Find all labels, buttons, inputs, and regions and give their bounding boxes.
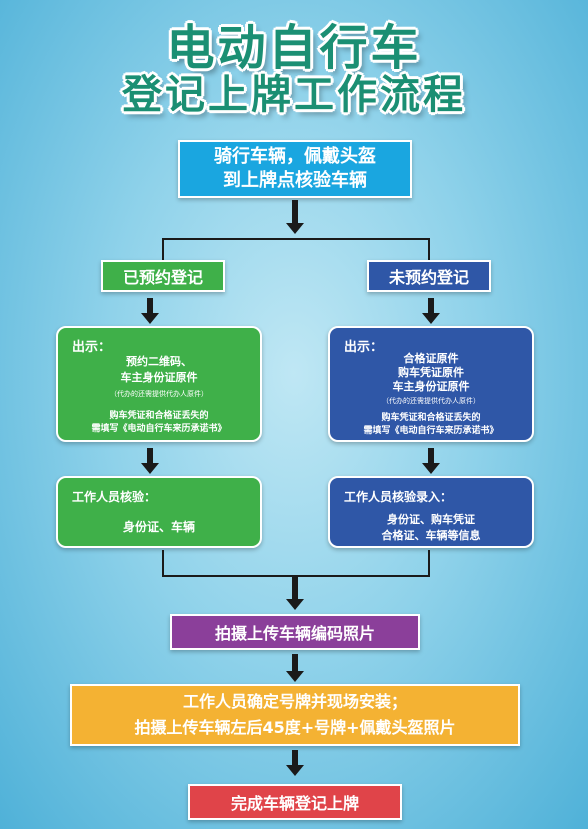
arrow-left-to-verify [141,448,159,474]
right-show-small-note: （代办的还需提供代办人原件） [382,397,480,405]
right-show-panel: 出示： 合格证原件 购车凭证原件 车主身份证原件 （代办的还需提供代办人原件） … [328,326,534,442]
left-show-note1: 购车凭证和合格证丢失的 [109,411,209,421]
right-verify-line1: 身份证、购车凭证 [387,513,475,526]
left-show-small-note: （代办的还需提供代办人原件） [110,390,208,398]
left-verify-panel: 工作人员核验： 身份证、车辆 [56,476,262,548]
branch-unreserved-text: 未预约登记 [388,268,469,287]
arrow-right-to-verify [422,448,440,474]
right-verify-lines: 身份证、购车凭证 合格证、车辆等信息 [330,512,532,544]
right-verify-heading: 工作人员核验录入： [344,490,453,504]
right-verify-line2: 合格证、车辆等信息 [381,529,481,542]
right-show-note2: 需填写《电动自行车来历承诺书》 [363,426,499,436]
left-verify-line1: 身份证、车辆 [122,520,195,534]
branch-reserved-label: 已预约登记 [101,260,225,292]
right-show-heading: 出示： [344,340,384,355]
arrow-merge-down [286,576,304,610]
right-show-item1: 合格证原件 [403,352,459,365]
arrow-start-down [286,200,304,234]
step-install-line2: 拍摄上传车辆左后45度+号牌+佩戴头盔照片 [134,718,456,737]
step-photo-label: 拍摄上传车辆编码照片 [214,624,375,643]
left-verify-heading: 工作人员核验： [72,490,157,504]
step-install-line1: 工作人员确定号牌并现场安装； [182,692,407,711]
left-show-item2: 车主身份证原件 [120,371,198,384]
split-connector [162,238,430,240]
branch-unreserved-label: 未预约登记 [367,260,491,292]
left-show-heading: 出示： [72,340,112,355]
right-show-note: 购车凭证和合格证丢失的 需填写《电动自行车来历承诺书》 [330,412,532,438]
arrow-left-to-show [141,298,159,324]
arrow-photo-down [286,654,304,682]
left-show-note: 购车凭证和合格证丢失的 需填写《电动自行车来历承诺书》 [58,410,260,436]
arrow-right-to-show [422,298,440,324]
step-install-box: 工作人员确定号牌并现场安装； 拍摄上传车辆左后45度+号牌+佩戴头盔照片 [70,684,520,746]
split-right-drop [428,238,430,262]
right-show-item3: 车主身份证原件 [392,380,470,393]
right-verify-panel: 工作人员核验录入： 身份证、购车凭证 合格证、车辆等信息 [328,476,534,548]
step-start-line1: 骑行车辆，佩戴头盔 [214,146,376,167]
merge-right-rise [428,550,430,576]
step-start-box: 骑行车辆，佩戴头盔 到上牌点核验车辆 [178,140,412,198]
right-show-items: 合格证原件 购车凭证原件 车主身份证原件 （代办的还需提供代办人原件） [330,352,532,408]
left-show-panel: 出示： 预约二维码、 车主身份证原件 （代办的还需提供代办人原件） 购车凭证和合… [56,326,262,442]
merge-left-rise [162,550,164,576]
step-start-line2: 到上牌点核验车辆 [223,170,367,191]
step-done-box: 完成车辆登记上牌 [188,784,402,820]
left-show-item1: 预约二维码、 [126,355,192,368]
left-show-items: 预约二维码、 车主身份证原件 （代办的还需提供代办人原件） [58,354,260,402]
branch-reserved-text: 已预约登记 [122,268,203,287]
right-show-item2: 购车凭证原件 [398,366,464,379]
page-title: 电动自行车 [166,20,422,76]
split-left-drop [162,238,164,262]
right-show-note1: 购车凭证和合格证丢失的 [381,413,481,423]
left-show-note2: 需填写《电动自行车来历承诺书》 [91,424,227,434]
step-done-label: 完成车辆登记上牌 [230,794,359,813]
arrow-install-down [286,750,304,776]
step-photo-box: 拍摄上传车辆编码照片 [170,614,420,650]
page-subtitle: 登记上牌工作流程 [122,72,466,118]
